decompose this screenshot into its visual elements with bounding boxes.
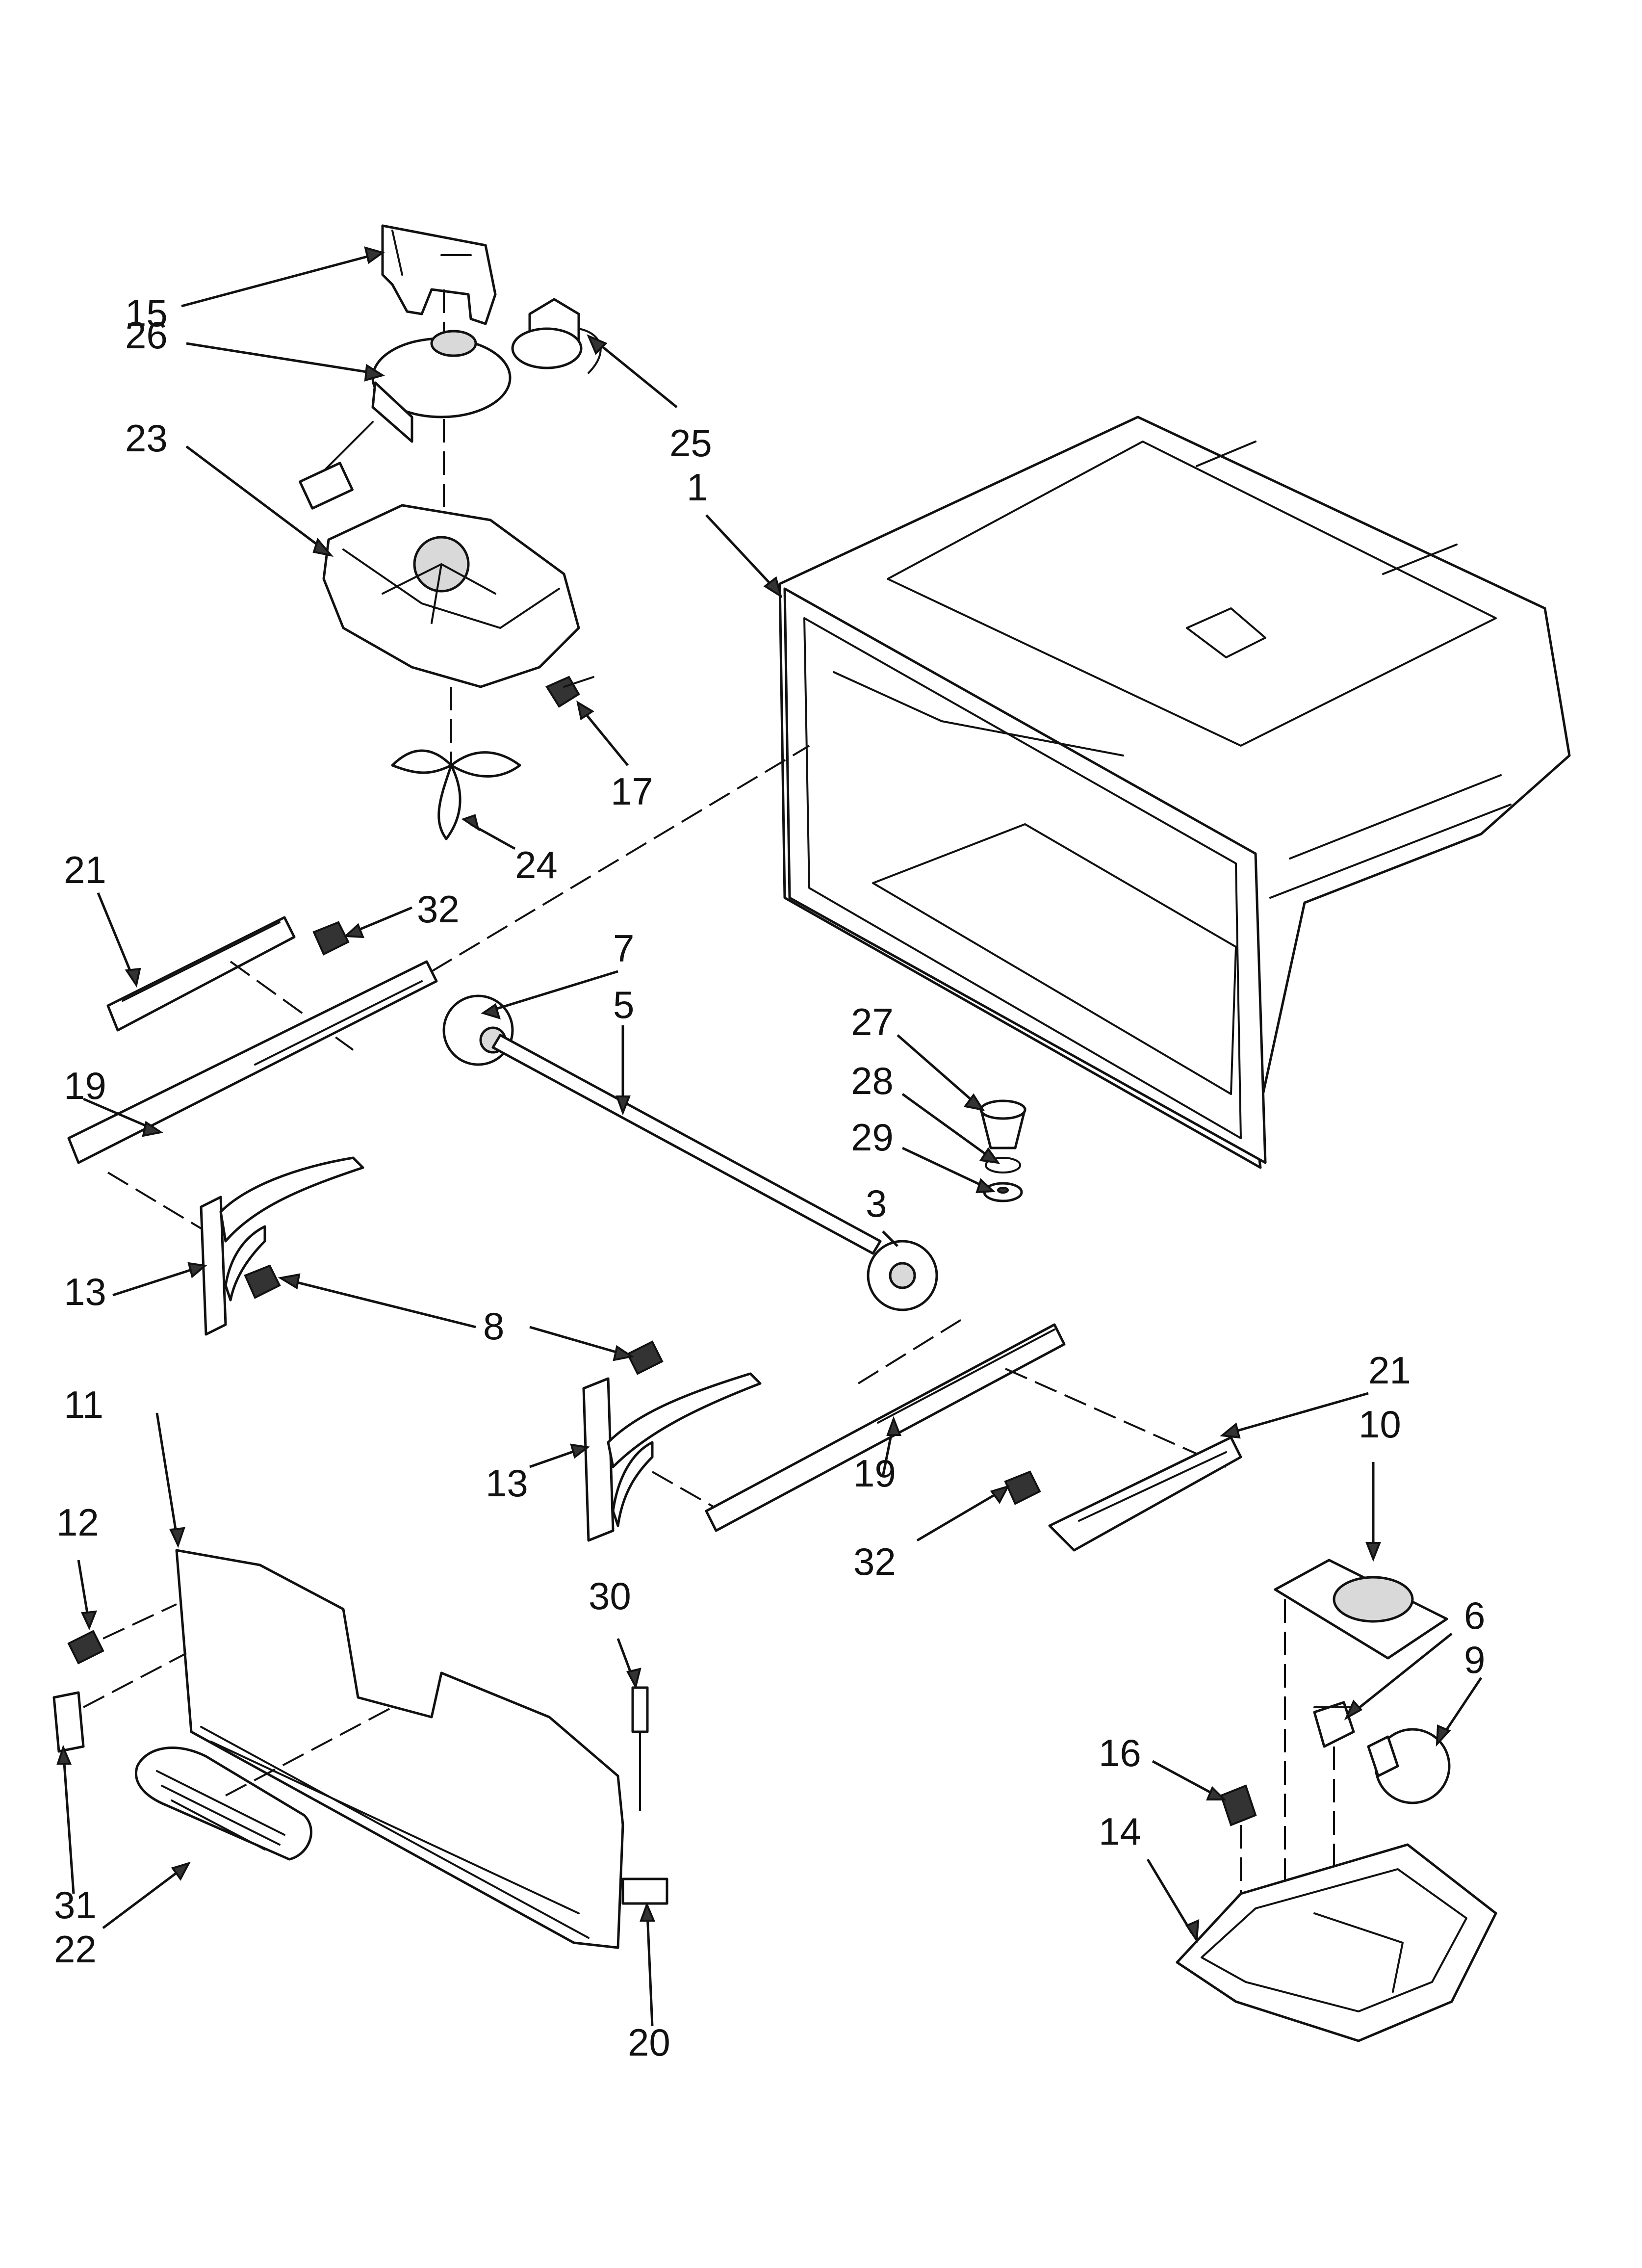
fan-motor xyxy=(299,330,512,510)
callout-24: 24 xyxy=(515,843,558,886)
o-ring xyxy=(985,1157,1021,1173)
callout-13-left: 13 xyxy=(64,1270,106,1313)
callout-20: 20 xyxy=(628,2021,670,2064)
shaft xyxy=(491,1034,882,1255)
callout-12: 12 xyxy=(56,1501,99,1544)
callout-32-right: 32 xyxy=(853,1540,896,1583)
grille xyxy=(135,1706,393,1861)
screw xyxy=(545,676,594,708)
light-bulb xyxy=(1333,1728,1451,1977)
callout-6: 6 xyxy=(1464,1594,1485,1637)
callout-26: 26 xyxy=(125,313,168,357)
slide-rail-left xyxy=(67,745,810,1232)
screw xyxy=(312,921,350,956)
slide-rail-right xyxy=(1048,1436,1242,1552)
leader-lines xyxy=(56,246,1483,2027)
freezer-liner-basket xyxy=(778,416,1571,1169)
screw xyxy=(1004,1470,1041,1505)
callout-8: 8 xyxy=(483,1304,504,1348)
callout-11: 11 xyxy=(64,1383,103,1426)
bracket-right xyxy=(582,1372,762,1542)
callout-15: 15 xyxy=(125,291,168,335)
bracket-left xyxy=(200,1156,364,1336)
slide-rail-right xyxy=(705,1319,1227,1532)
callout-5: 5 xyxy=(613,983,634,1026)
callout-32-left: 32 xyxy=(417,887,460,931)
damper-motor xyxy=(511,298,602,374)
callout-23: 23 xyxy=(125,417,168,460)
callout-9: 9 xyxy=(1464,1638,1485,1681)
gear xyxy=(867,1240,938,1311)
bumper xyxy=(983,1182,1023,1202)
foam-strip xyxy=(621,1877,668,1905)
clip xyxy=(52,1652,187,1753)
callout-21-left: 21 xyxy=(64,848,106,891)
callout-3: 3 xyxy=(866,1182,887,1225)
callout-27: 27 xyxy=(851,1000,894,1043)
callout-25: 25 xyxy=(669,421,712,465)
callout-16: 16 xyxy=(1099,1731,1141,1774)
rear-cover-panel xyxy=(175,1549,624,1949)
callout-7: 7 xyxy=(613,927,634,970)
callout-21-right: 21 xyxy=(1368,1349,1411,1392)
callout-1: 1 xyxy=(687,466,708,509)
light-housing xyxy=(1176,1843,1497,2042)
bushing xyxy=(979,1099,1026,1149)
callout-labels: 15 26 25 23 1 17 24 21 32 7 5 19 27 28 2… xyxy=(54,291,1485,2064)
callout-13-right: 13 xyxy=(486,1461,528,1505)
callout-31: 31 xyxy=(54,1883,97,1927)
fan-blade xyxy=(391,687,521,840)
light-socket xyxy=(1313,1701,1355,1748)
screw xyxy=(67,1603,177,1665)
callout-10: 10 xyxy=(1359,1403,1401,1446)
callout-19-right: 19 xyxy=(853,1452,896,1495)
callout-29: 29 xyxy=(851,1116,894,1159)
thermistor xyxy=(631,1686,649,1811)
light-lens-cover xyxy=(1274,1559,1448,1913)
callout-19-left: 19 xyxy=(64,1064,106,1107)
slide-rail-left xyxy=(106,916,354,1051)
callout-17: 17 xyxy=(611,770,653,813)
screw xyxy=(626,1340,664,1375)
callout-28: 28 xyxy=(851,1059,894,1102)
callout-30: 30 xyxy=(589,1574,631,1617)
callout-14: 14 xyxy=(1099,1810,1141,1853)
screw xyxy=(244,1264,281,1299)
callout-22: 22 xyxy=(54,1928,97,1971)
fan-housing xyxy=(322,504,580,688)
